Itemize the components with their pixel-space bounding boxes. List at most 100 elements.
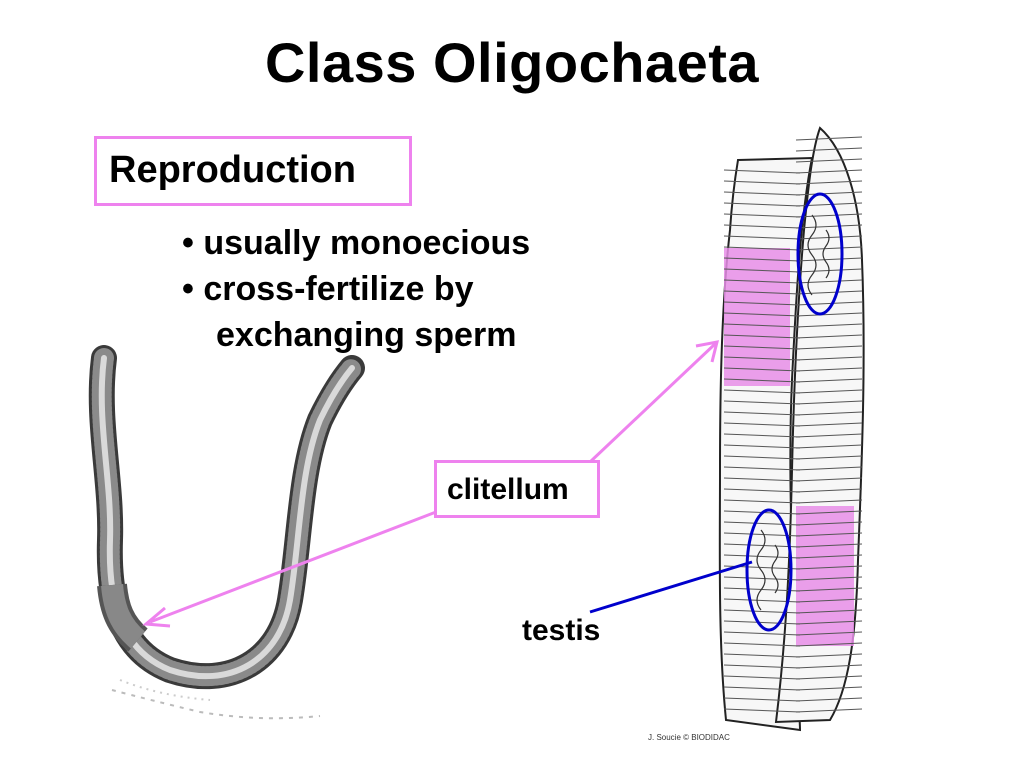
worm-segment xyxy=(795,323,863,328)
worm-segment xyxy=(795,510,863,515)
worm-segment xyxy=(723,279,801,284)
worm-segment xyxy=(723,488,801,493)
worm-segment xyxy=(723,411,801,416)
bullet-item: • usually monoecious xyxy=(182,220,530,266)
worm-segment xyxy=(723,180,801,185)
worm-segment xyxy=(795,257,863,262)
mating-worms xyxy=(718,126,865,732)
worm-segment xyxy=(795,477,863,482)
worm-segment xyxy=(723,400,801,405)
testis-label: testis xyxy=(522,614,601,647)
worm-segment xyxy=(723,290,801,295)
worm-segment xyxy=(795,367,863,372)
worm-segment xyxy=(723,543,801,548)
worm-segment xyxy=(723,422,801,427)
worm-segment xyxy=(723,554,801,559)
worm-segment xyxy=(795,620,863,625)
worm-segment xyxy=(723,345,801,350)
worm-segment xyxy=(795,697,863,702)
worm-segment xyxy=(795,499,863,504)
worm-segment xyxy=(795,191,863,196)
worm-segment xyxy=(795,136,863,141)
worm-segment xyxy=(795,587,863,592)
bullet-text: • usually monoecious xyxy=(182,224,531,262)
bullet-continuation: exchanging sperm xyxy=(216,316,517,354)
worm-segment xyxy=(795,543,863,548)
worm-segment xyxy=(723,675,801,680)
worm-segment xyxy=(723,521,801,526)
worm-segment xyxy=(723,499,801,504)
slide-title: Class Oligochaeta xyxy=(264,31,759,94)
worm-segment xyxy=(723,202,801,207)
worm-segment xyxy=(795,158,863,163)
worm-segment xyxy=(723,433,801,438)
worm-segment xyxy=(795,246,863,251)
worm-segment xyxy=(795,576,863,581)
worm-segment xyxy=(795,180,863,185)
worm-segment xyxy=(795,433,863,438)
worm-segment xyxy=(795,521,863,526)
worm-segment xyxy=(723,477,801,482)
worm-segment xyxy=(723,686,801,691)
worm-segment xyxy=(795,411,863,416)
worm-segment xyxy=(723,246,801,251)
earthworm-u-shape xyxy=(88,345,365,720)
worm-segment xyxy=(795,565,863,570)
worm-segment xyxy=(723,169,801,174)
worm-segment xyxy=(795,389,863,394)
worm-segment xyxy=(795,345,863,350)
clitellum-arrows xyxy=(142,340,720,628)
worm-segment xyxy=(795,686,863,691)
worm-segment xyxy=(723,609,801,614)
worm-segment xyxy=(795,378,863,383)
worm-segment xyxy=(795,642,863,647)
worm-segment xyxy=(795,609,863,614)
worm-segment xyxy=(795,664,863,669)
worm-segment xyxy=(723,466,801,471)
worm-segment xyxy=(723,356,801,361)
worm-segment xyxy=(723,620,801,625)
worm-segment xyxy=(723,378,801,383)
worm-segment xyxy=(723,191,801,196)
worm-segment xyxy=(795,631,863,636)
worm-segment xyxy=(795,147,863,152)
worm-segment xyxy=(723,312,801,317)
worm-segment xyxy=(795,279,863,284)
worm-segment xyxy=(795,400,863,405)
worm-segment xyxy=(723,708,801,713)
worm-segment xyxy=(723,257,801,262)
bullet-text: • cross-fertilize by xyxy=(182,270,474,308)
worm-segment xyxy=(795,554,863,559)
bullet-item: • cross-fertilize by exchanging sperm xyxy=(182,266,530,358)
worm-segment xyxy=(795,169,863,174)
clitellum-label-box: clitellum xyxy=(434,460,600,518)
worm-segment xyxy=(723,224,801,229)
worm-segment xyxy=(723,631,801,636)
worm-segment xyxy=(723,323,801,328)
worm-segment xyxy=(795,444,863,449)
worm-segment xyxy=(723,389,801,394)
worm-segment xyxy=(723,268,801,273)
worm-segment xyxy=(723,367,801,372)
worm-segment xyxy=(795,708,863,713)
section-heading: Reproduction xyxy=(109,149,356,191)
worm-segment xyxy=(795,312,863,317)
worm-segment xyxy=(795,290,863,295)
worm-segment xyxy=(795,466,863,471)
worm-segment xyxy=(795,653,863,658)
worm-segment xyxy=(723,235,801,240)
image-credit: J. Soucie © BIODIDAC xyxy=(648,733,730,742)
worm-segment xyxy=(795,334,863,339)
worm-segment xyxy=(723,444,801,449)
worm-segment xyxy=(723,653,801,658)
testis-pointer xyxy=(589,560,753,614)
bullet-list: • usually monoecious • cross-fertilize b… xyxy=(182,220,530,358)
worm-segment xyxy=(795,455,863,460)
worm-segment xyxy=(723,664,801,669)
worm-segment xyxy=(723,697,801,702)
worm-segment xyxy=(723,334,801,339)
worm-segment xyxy=(795,422,863,427)
section-heading-box: Reproduction xyxy=(94,136,412,206)
